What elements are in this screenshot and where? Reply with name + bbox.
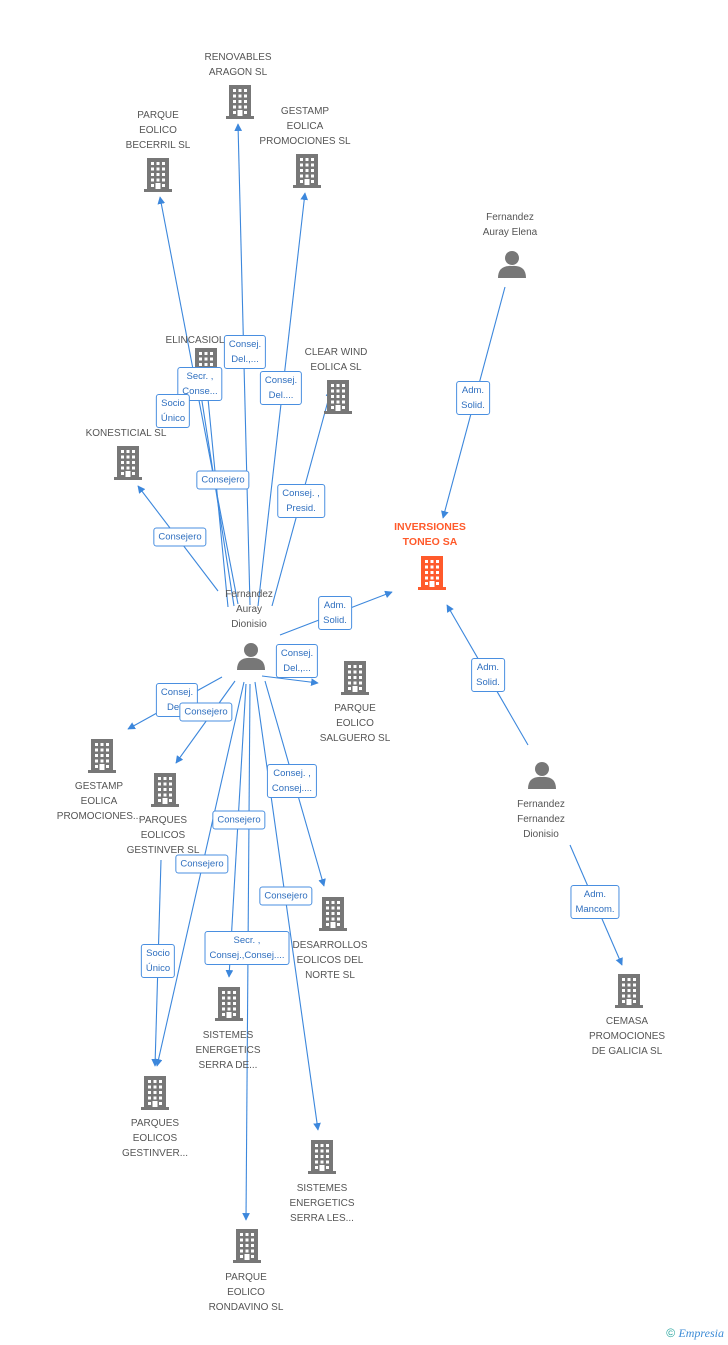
node-label-gestamp2[interactable]: GESTAMP EOLICA PROMOCIONES... [56,781,142,822]
edge-label-secr-consej-consej[interactable]: Secr. , Consej.,Consej.... [204,931,290,965]
node-label-rondavino[interactable]: PARQUE EOLICO RONDAVINO SL [208,1272,284,1313]
edge-label-consej-consej[interactable]: Consej. , Consej.... [266,764,318,798]
building-icon[interactable] [151,773,179,807]
edge-label-consej-presid[interactable]: Consej. , Presid. [277,484,325,518]
edge-label-consejero[interactable]: Consejero [153,527,207,547]
building-icon[interactable] [418,556,446,590]
building-icon[interactable] [144,158,172,192]
edge-label-consejero[interactable]: Consejero [175,854,229,874]
node-label-salguero[interactable]: PARQUE EOLICO SALGUERO SL [319,703,391,744]
edge-label-adm-solid[interactable]: Adm. Solid. [471,658,505,692]
person-icon[interactable] [237,643,265,670]
node-label-inversiones[interactable]: INVERSIONES TONEO SA [394,521,466,548]
edge-dionisio-to-elincasiol [196,381,235,607]
building-icon[interactable] [233,1229,261,1263]
building-icon[interactable] [319,897,347,931]
node-label-elincasiol[interactable]: ELINCASIOL [165,335,225,346]
building-icon[interactable] [141,1076,169,1110]
edge-dionisio-to-sist_serrade [225,683,247,978]
edge-dionisio-to-salguero [261,675,319,686]
edge-label-socio-nico[interactable]: Socio Único [140,944,176,978]
edge-label-socio-nico[interactable]: Socio Único [155,394,191,428]
node-label-pq_becerril[interactable]: PARQUE EOLICO BECERRIL SL [125,110,191,151]
edge-label-adm-solid[interactable]: Adm. Solid. [318,596,352,630]
edge-label-adm-solid[interactable]: Adm. Solid. [456,381,490,415]
edge-label-consejero[interactable]: Consejero [196,470,250,490]
edge-dionisio-to-elincasiol [203,387,229,608]
node-label-konesticial[interactable]: KONESTICIAL SL [85,428,167,439]
edge-label-consej-del[interactable]: Consej. Del.,... [275,644,319,678]
edge-dionisio-to-pq_gest1 [175,680,236,764]
person-icon[interactable] [528,762,556,789]
building-icon[interactable] [324,380,352,414]
building-icon[interactable] [215,987,243,1021]
building-icon[interactable] [88,739,116,773]
node-label-cemasa[interactable]: CEMASA PROMOCIONES DE GALICIA SL [588,1016,666,1057]
node-label-gestamp1[interactable]: GESTAMP EOLICA PROMOCIONES SL [259,106,351,147]
building-icon[interactable] [308,1140,336,1174]
node-label-clearwind[interactable]: CLEAR WIND EOLICA SL [304,347,368,373]
node-label-sist_serrales[interactable]: SISTEMES ENERGETICS SERRA LES... [289,1183,355,1224]
node-label-renovables[interactable]: RENOVABLES ARAGON SL [204,52,272,78]
person-icon[interactable] [498,251,526,278]
building-icon[interactable] [615,974,643,1008]
node-label-sist_serrade[interactable]: SISTEMES ENERGETICS SERRA DE... [195,1030,261,1071]
node-label-pq_gest1[interactable]: PARQUES EOLICOS GESTINVER SL [126,815,200,856]
edge-label-consejero[interactable]: Consejero [212,810,266,830]
node-label-desarrollos[interactable]: DESARROLLOS EOLICOS DEL NORTE SL [292,940,368,981]
edge-dionisio-to-sist_serrales [254,681,321,1131]
node-label-pq_gest2[interactable]: PARQUES EOLICOS GESTINVER... [121,1118,189,1159]
edge-label-consej-del[interactable]: Consej. Del.,... [223,335,267,369]
edge-label-adm-mancom[interactable]: Adm. Mancom. [570,885,620,919]
edge-label-consej-del[interactable]: Consej. Del.... [259,371,303,405]
edge-dionisio-to-pq_gest2 [154,681,245,1067]
building-icon[interactable] [226,85,254,119]
node-label-elena[interactable]: Fernandez Auray Elena [482,212,538,238]
building-icon[interactable] [293,154,321,188]
footer-brand[interactable]: © Empresia [666,1326,724,1341]
copyright-symbol: © [666,1326,676,1340]
edge-label-consejero[interactable]: Consejero [259,886,313,906]
brand-name: Empresia [678,1326,724,1340]
edge-label-consejero[interactable]: Consejero [179,702,233,722]
node-label-ffd[interactable]: Fernandez Fernandez Dionisio [517,799,565,840]
building-icon[interactable] [114,446,142,480]
node-label-dionisio[interactable]: Fernandez Auray Dionisio [225,589,273,630]
building-icon[interactable] [341,661,369,695]
